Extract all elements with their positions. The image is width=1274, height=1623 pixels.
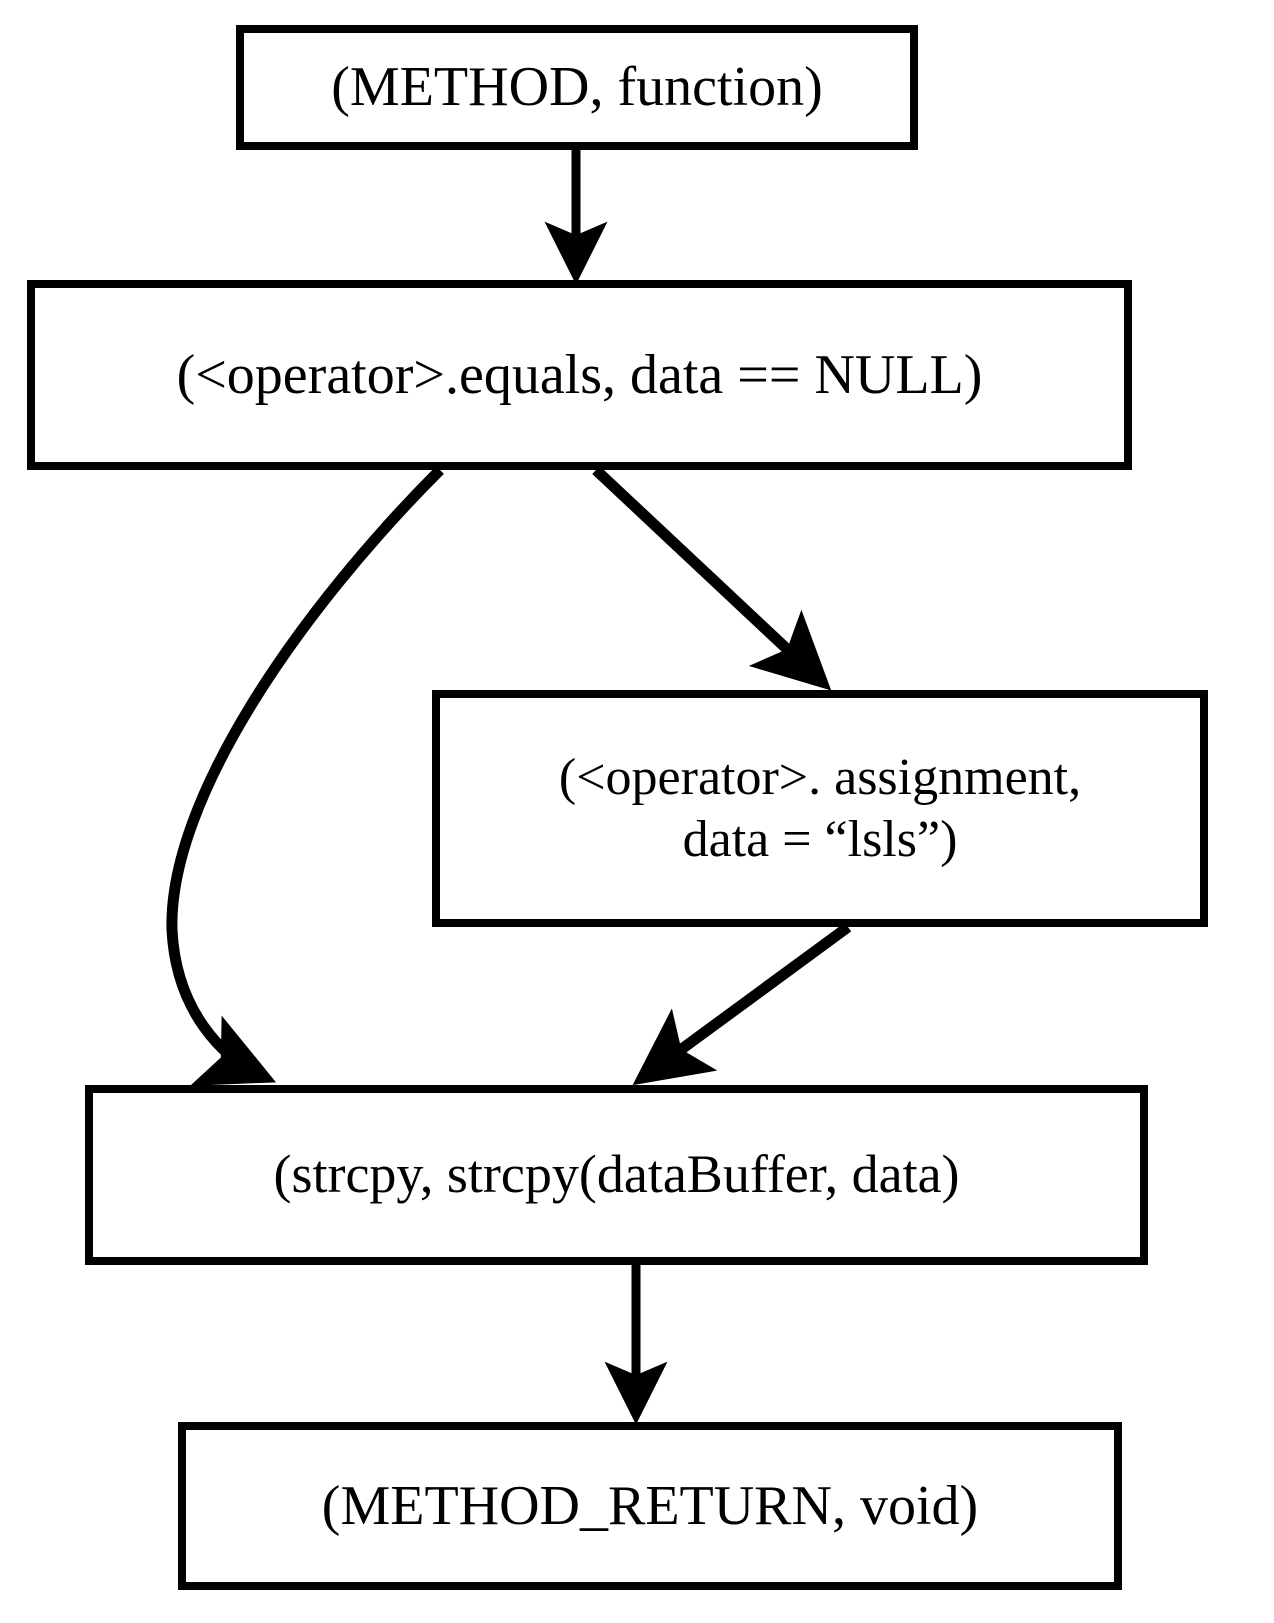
node-strcpy-label: (strcpy, strcpy(dataBuffer, data) bbox=[273, 1144, 960, 1205]
node-method-return-label: (METHOD_RETURN, void) bbox=[321, 1474, 979, 1537]
node-operator-equals[interactable]: (<operator>.equals, data == NULL) bbox=[27, 280, 1132, 470]
edge-assignment-to-strcpy bbox=[632, 922, 852, 1086]
edge-equals-to-assignment bbox=[592, 465, 832, 691]
node-operator-assignment[interactable]: (<operator>. assignment, data = “lsls”) bbox=[432, 690, 1208, 927]
node-method[interactable]: (METHOD, function) bbox=[236, 25, 918, 150]
node-operator-equals-label: (<operator>.equals, data == NULL) bbox=[176, 343, 983, 406]
node-method-label: (METHOD, function) bbox=[331, 56, 823, 119]
edge-equals-to-strcpy bbox=[166, 466, 444, 1086]
node-method-return[interactable]: (METHOD_RETURN, void) bbox=[178, 1422, 1122, 1590]
node-strcpy[interactable]: (strcpy, strcpy(dataBuffer, data) bbox=[85, 1085, 1148, 1265]
node-operator-assignment-label: (<operator>. assignment, data = “lsls”) bbox=[558, 749, 1082, 868]
